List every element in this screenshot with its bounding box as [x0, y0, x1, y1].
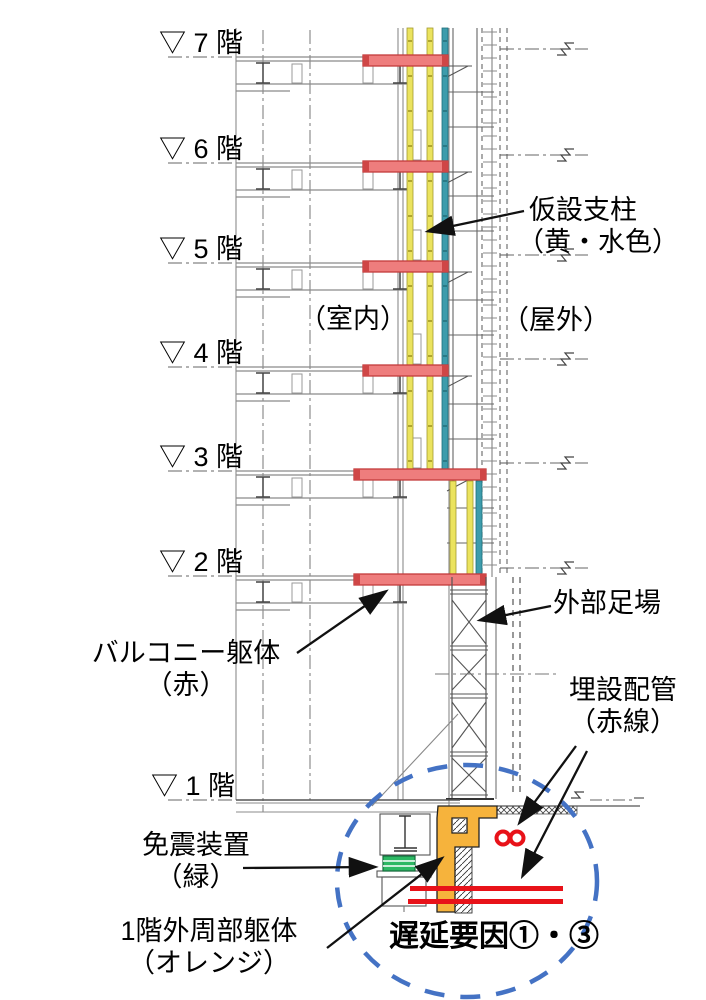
floor-label-1: ▽ 1 階 — [150, 771, 235, 801]
floor-label-4: ▽ 4 階 — [158, 338, 243, 368]
perimeter-line2: （オレンジ） — [128, 948, 290, 978]
perimeter-label: 1階外周部躯体 （オレンジ） — [85, 915, 333, 979]
anchor-hatch — [453, 819, 466, 832]
isolator-line2: （緑） — [155, 862, 237, 892]
floor-label-3: ▽ 3 階 — [158, 442, 243, 472]
balcony-line2: （赤） — [145, 670, 227, 700]
leader-arrows — [242, 209, 589, 949]
temp-support-line2: （黄・水色） — [517, 227, 679, 257]
perimeter-line1: 1階外周部躯体 — [120, 916, 298, 946]
leader-pipe-lines — [520, 750, 589, 880]
buried-pipes — [408, 829, 563, 904]
buried-pipe-label: 埋設配管 （赤線） — [545, 674, 701, 738]
floor-label-5: ▽ 5 階 — [158, 234, 243, 264]
leader-balcony — [296, 589, 389, 654]
indoor-label: （室内） — [299, 304, 407, 334]
temporary-support-posts — [406, 27, 483, 577]
floor-structure — [235, 56, 422, 611]
delay-factor-label: 遅延要因①・③ — [389, 920, 599, 953]
buried-pipe-line1: 埋設配管 — [569, 675, 677, 705]
floor-label-7: ▽ 7 階 — [158, 28, 243, 58]
balcony-line1: バルコニー躯体 — [91, 638, 281, 668]
floor-label-6: ▽ 6 階 — [158, 134, 243, 164]
leader-scaffold — [476, 604, 552, 626]
isolator-label: 免震装置 （緑） — [113, 829, 279, 893]
foundation-pedestal — [376, 813, 432, 912]
seismic-isolator — [382, 855, 416, 872]
building-grid-lines — [235, 28, 450, 806]
temp-support-label: 仮設支柱 （黄・水色） — [517, 194, 679, 258]
floor-label-2: ▽ 2 階 — [158, 547, 243, 577]
outdoor-label: （屋外） — [502, 305, 610, 335]
delay-highlight-circle — [334, 762, 600, 1000]
isolator-line1: 免震装置 — [142, 830, 250, 860]
balcony-label: バルコニー躯体 （赤） — [84, 637, 288, 701]
leader-pipe-circles — [517, 745, 577, 826]
centerlines — [262, 30, 311, 812]
scaffold-label: 外部足場 — [553, 588, 661, 618]
leader-perimeter — [326, 856, 445, 949]
leader-isolator — [242, 856, 379, 878]
buried-pipe-line2: （赤線） — [569, 707, 677, 737]
temp-support-line1: 仮設支柱 — [529, 195, 637, 225]
leader-temp-support — [424, 209, 525, 236]
